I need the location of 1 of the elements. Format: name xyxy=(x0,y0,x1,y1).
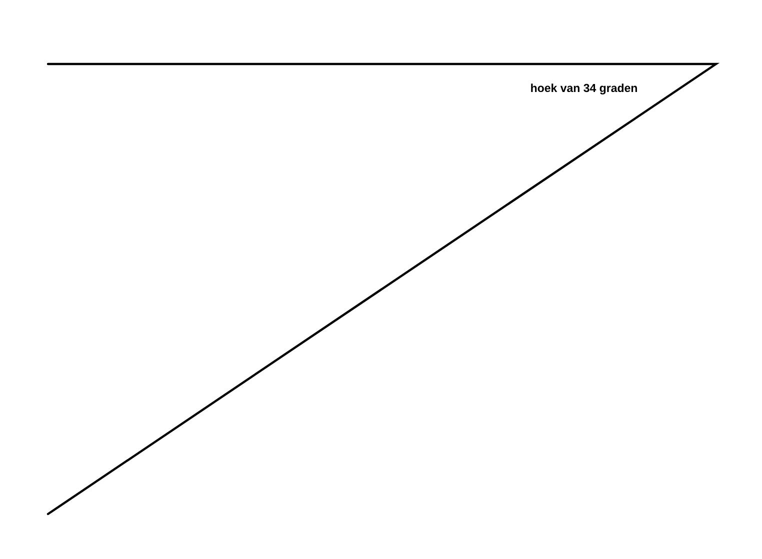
angle-label: hoek van 34 graden xyxy=(531,84,637,94)
